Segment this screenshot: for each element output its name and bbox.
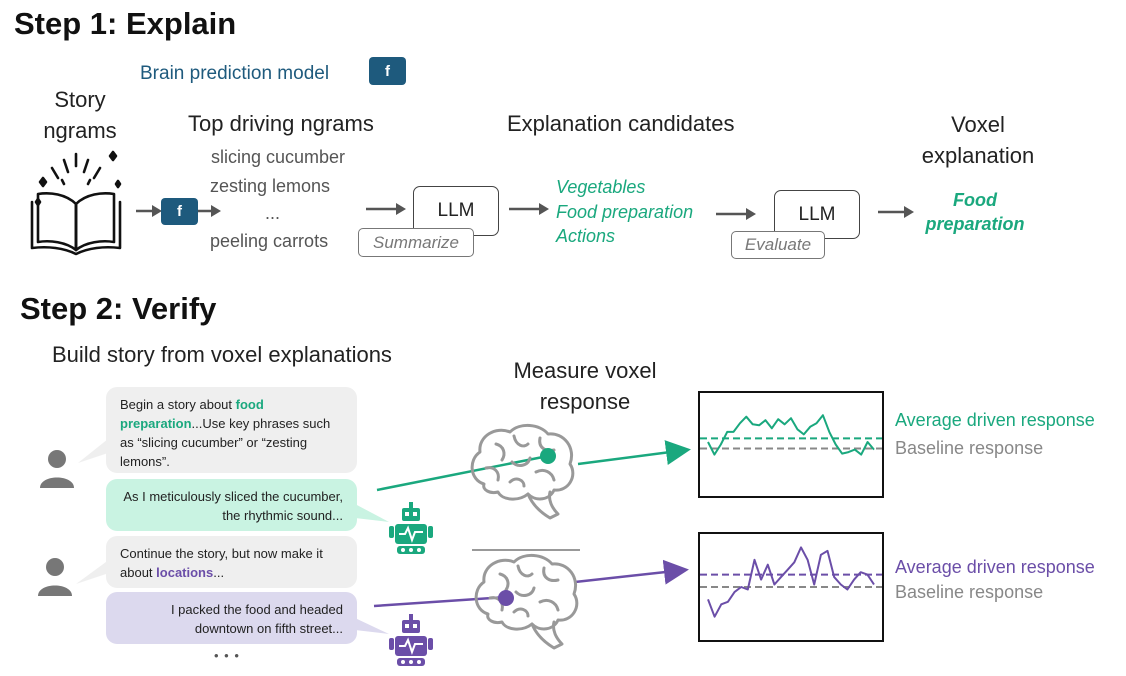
prompt-bubble-1: Begin a story about food preparation...U… bbox=[106, 387, 357, 473]
llm-box-summarize: LLM bbox=[413, 186, 499, 236]
explanation-label: explanation bbox=[921, 143, 1035, 168]
explanation-candidates-label: Explanation candidates bbox=[507, 111, 735, 136]
build-story-label: Build story from voxel explanations bbox=[52, 342, 392, 367]
evaluate-tag: Evaluate bbox=[731, 231, 825, 259]
response-1-text: As I meticulously sliced the cucumber, t… bbox=[123, 489, 343, 523]
robot-icon-purple bbox=[389, 614, 433, 666]
legend-driven-1: Average driven response bbox=[895, 410, 1095, 430]
user-icon-2 bbox=[38, 558, 72, 596]
robot-icon-teal bbox=[389, 502, 433, 554]
arrow-llm1-to-candidates bbox=[509, 203, 549, 215]
arrow-brain2-to-plot bbox=[574, 559, 689, 585]
measure-voxel-line-1: Measure voxel bbox=[513, 358, 657, 383]
response-bubble-2: I packed the food and headed downtown on… bbox=[106, 592, 357, 644]
prompt-1-highlight: food preparation bbox=[120, 397, 264, 431]
candidates-list: Vegetables Food preparation Actions bbox=[556, 175, 693, 249]
ngram-item-2: zesting lemons bbox=[210, 176, 331, 196]
arrow-to-llm1 bbox=[366, 203, 406, 215]
response-2-text: I packed the food and headed downtown on… bbox=[170, 602, 343, 636]
top-driving-ngrams-label: Top driving ngrams bbox=[188, 111, 374, 136]
voxel-dot-teal bbox=[540, 448, 556, 464]
legend-driven-2: Average driven response bbox=[895, 557, 1095, 577]
measure-voxel-label: Measure voxel response bbox=[490, 355, 680, 417]
arrow-llm2-to-explanation bbox=[878, 206, 914, 218]
bubble-tail-1 bbox=[78, 439, 108, 463]
plot2-response-series bbox=[707, 546, 875, 618]
arrow-book-to-f bbox=[136, 205, 162, 217]
measure-voxel-line-2: response bbox=[539, 389, 631, 414]
story-label: Story bbox=[54, 87, 106, 112]
step1-title: Step 1: Explain bbox=[14, 6, 237, 41]
bubble-tail-4 bbox=[355, 618, 389, 634]
legend-baseline-1: Baseline response bbox=[895, 438, 1044, 458]
brain-prediction-model-label: Brain prediction model bbox=[140, 63, 330, 84]
voxel-dot-purple bbox=[498, 590, 514, 606]
voxel-explanation-line-2: preparation bbox=[925, 214, 1025, 234]
prompt-2-post: ... bbox=[213, 565, 225, 580]
story-ngrams-label: Story ngrams bbox=[30, 84, 130, 146]
llm-box-evaluate: LLM bbox=[774, 190, 860, 239]
prompt-1-post: ...Use key phrases such as “slicing cucu… bbox=[120, 416, 331, 469]
more-messages-ellipsis: • • • bbox=[214, 648, 240, 663]
ngram-item-4: peeling carrots bbox=[210, 231, 329, 251]
prompt-2-highlight: locations bbox=[156, 565, 214, 580]
candidate-3: Actions bbox=[556, 226, 616, 246]
voxel-explanation-label: Voxel explanation bbox=[903, 109, 1053, 171]
candidate-2: Food preparation bbox=[556, 201, 694, 222]
summarize-tag: Summarize bbox=[358, 228, 474, 257]
prompt-bubble-2: Continue the story, but now make it abou… bbox=[106, 536, 357, 588]
bubble-tail-3 bbox=[355, 504, 389, 522]
bubble-tail-2 bbox=[76, 562, 106, 584]
ngrams-label: ngrams bbox=[43, 118, 117, 143]
response-plot-food bbox=[698, 391, 884, 498]
prompt-2-pre: Continue the story, but now make it abou… bbox=[120, 546, 323, 580]
f-badge-top: f bbox=[369, 57, 406, 85]
plot-frame bbox=[698, 391, 884, 498]
row-divider bbox=[472, 549, 580, 551]
candidate-1: Vegetables bbox=[556, 177, 646, 197]
response-plot-locations bbox=[698, 532, 884, 642]
arrow-brain1-to-plot bbox=[577, 440, 691, 466]
brain-icon-1 bbox=[470, 424, 575, 520]
prompt-1-pre: Begin a story about bbox=[120, 397, 236, 412]
arrow-f-to-ngrams bbox=[198, 205, 221, 217]
voxel-label: Voxel bbox=[951, 112, 1005, 137]
brain-icon-2 bbox=[474, 554, 579, 650]
f-badge-inline: f bbox=[161, 198, 198, 225]
book-icon bbox=[30, 150, 122, 256]
ngram-ellipsis: ... bbox=[265, 203, 281, 223]
user-icon-1 bbox=[40, 450, 74, 488]
step2-title: Step 2: Verify bbox=[20, 291, 217, 326]
voxel-explanation-result: Food preparation bbox=[900, 188, 1050, 236]
arrow-candidates-to-llm2 bbox=[716, 208, 756, 220]
plot1-response-series bbox=[707, 414, 875, 456]
ngram-item-1: slicing cucumber bbox=[211, 147, 346, 167]
voxel-explanation-line-1: Food bbox=[953, 190, 997, 210]
response-bubble-1: As I meticulously sliced the cucumber, t… bbox=[106, 479, 357, 531]
legend-baseline-2: Baseline response bbox=[895, 582, 1044, 602]
